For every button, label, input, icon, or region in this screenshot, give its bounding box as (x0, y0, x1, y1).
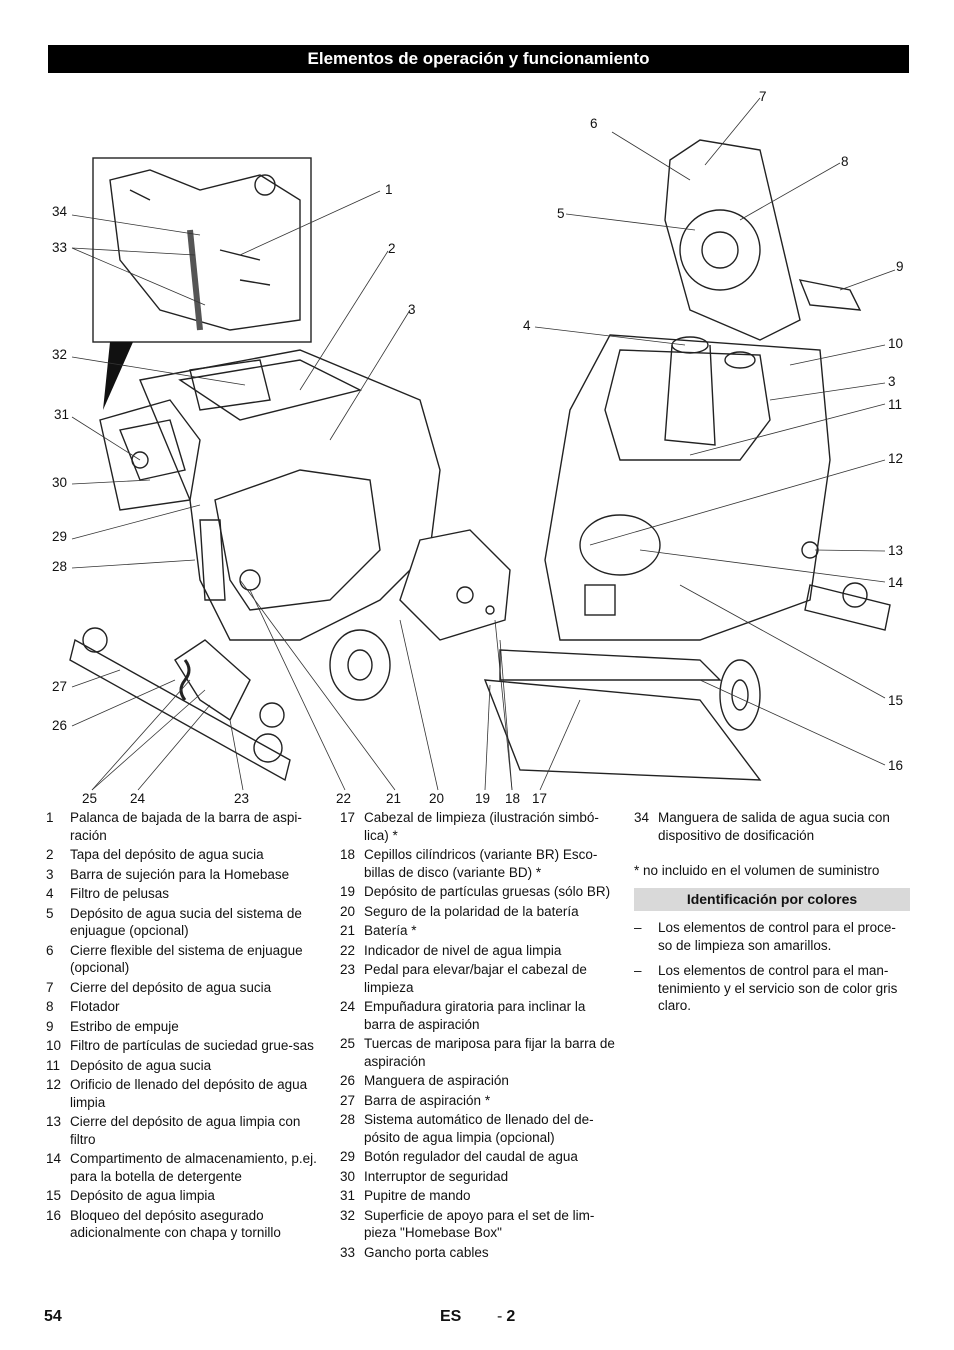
bullet-item: –Los elementos de control para el proce-… (634, 920, 896, 953)
callout-6: 6 (590, 116, 598, 131)
callout-5: 5 (557, 206, 565, 221)
machine-drawing (69, 97, 896, 791)
callout-4: 4 (523, 318, 531, 333)
callout-7: 7 (759, 89, 767, 104)
callout-2: 2 (388, 241, 396, 256)
callout-18: 18 (505, 791, 521, 806)
bullet-item: –Los elementos de control para el man-te… (634, 963, 898, 1013)
page-title: Elementos de operación y funcionamiento (48, 45, 909, 73)
machine-illustration: 34 33 32 31 30 29 28 27 26 1 2 3 7 6 8 5… (0, 80, 954, 810)
callout-1: 1 (385, 182, 393, 197)
callout-8: 8 (841, 154, 849, 169)
callout-3-left: 3 (408, 302, 416, 317)
callout-27: 27 (52, 679, 68, 694)
callout-14: 14 (888, 575, 904, 590)
callout-34: 34 (52, 204, 68, 219)
callout-29: 29 (52, 529, 68, 544)
callout-3-right: 3 (888, 374, 896, 389)
callout-22: 22 (336, 791, 352, 806)
callout-21: 21 (386, 791, 402, 806)
callout-9: 9 (896, 259, 904, 274)
callout-11: 11 (888, 397, 903, 412)
language-code: ES (440, 1308, 462, 1325)
callout-17: 17 (532, 791, 548, 806)
callout-28: 28 (52, 559, 68, 574)
callout-19: 19 (475, 791, 491, 806)
callout-24: 24 (130, 791, 146, 806)
callout-15: 15 (888, 693, 904, 708)
callout-32: 32 (52, 347, 68, 362)
callout-23: 23 (234, 791, 250, 806)
callout-10: 10 (888, 336, 904, 351)
callout-30: 30 (52, 475, 68, 490)
page-number: 54 (44, 1308, 62, 1325)
callout-20: 20 (429, 791, 445, 806)
callout-12: 12 (888, 451, 904, 466)
callout-16: 16 (888, 758, 904, 773)
callout-33: 33 (52, 240, 68, 255)
callout-26: 26 (52, 718, 68, 733)
footnote: * no incluido en el volumen de suministr… (634, 863, 880, 878)
section-number: -2 (497, 1308, 516, 1325)
callout-13: 13 (888, 543, 904, 558)
color-section-heading: Identificación por colores (634, 887, 910, 911)
callout-31: 31 (54, 407, 70, 422)
callout-25: 25 (82, 791, 98, 806)
